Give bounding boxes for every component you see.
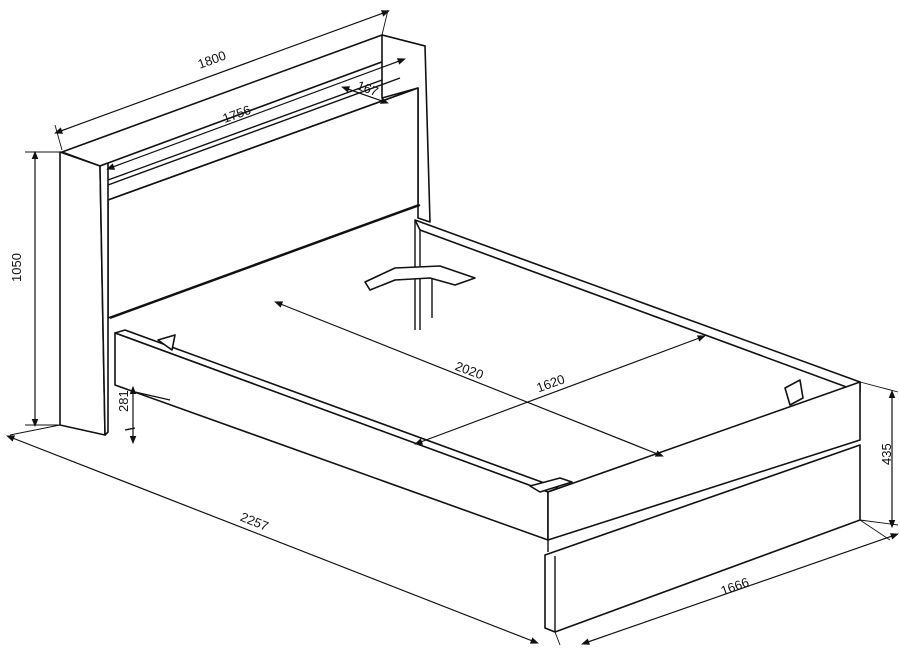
dim-1666: 1666: [719, 574, 751, 598]
footboard: [547, 381, 861, 541]
dim-2257: 2257: [238, 509, 270, 534]
dim-281: 281: [116, 390, 131, 412]
dim-435: 435: [879, 443, 894, 465]
left-side-rail: [114, 332, 549, 541]
support-bracket: [364, 265, 476, 291]
bed-frame: [114, 219, 861, 633]
dim-line-2257: [6, 435, 539, 644]
left-rail-top: [114, 329, 559, 493]
dim-1620: 1620: [534, 371, 566, 395]
dim-1050: 1050: [9, 253, 24, 282]
dim-line-1756: [106, 58, 406, 170]
dim-1800: 1800: [196, 48, 228, 72]
left-post-front: [59, 151, 106, 436]
dim-167: 167: [355, 78, 381, 100]
dim-line-167: [341, 86, 389, 104]
dim-line-1620: [414, 335, 706, 445]
dim-line-1666: [581, 533, 899, 645]
